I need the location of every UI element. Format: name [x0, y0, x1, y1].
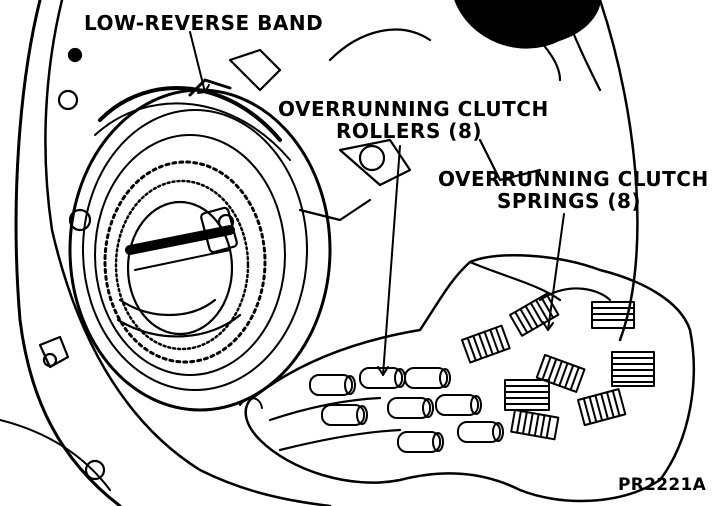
leader-lines — [189, 31, 565, 376]
figure-id: PR2221A — [618, 475, 707, 495]
low-reverse-band-label: LOW-REVERSE BAND — [84, 11, 324, 35]
clutch-springs — [461, 293, 655, 441]
springs-label-line2: SPRINGS (8) — [496, 189, 642, 213]
springs-label-line1: OVERRUNNING CLUTCH — [438, 167, 709, 191]
low-reverse-drum — [68, 78, 332, 412]
rollers-label-line1: OVERRUNNING CLUTCH — [278, 97, 549, 121]
rollers-label-line2: ROLLERS (8) — [335, 119, 483, 143]
clutch-rollers — [309, 367, 504, 453]
transmission-case — [0, 0, 639, 506]
rollers-label: OVERRUNNING CLUTCH ROLLERS (8) — [278, 97, 549, 143]
springs-label: OVERRUNNING CLUTCH SPRINGS (8) — [438, 167, 709, 213]
hand — [239, 254, 695, 503]
